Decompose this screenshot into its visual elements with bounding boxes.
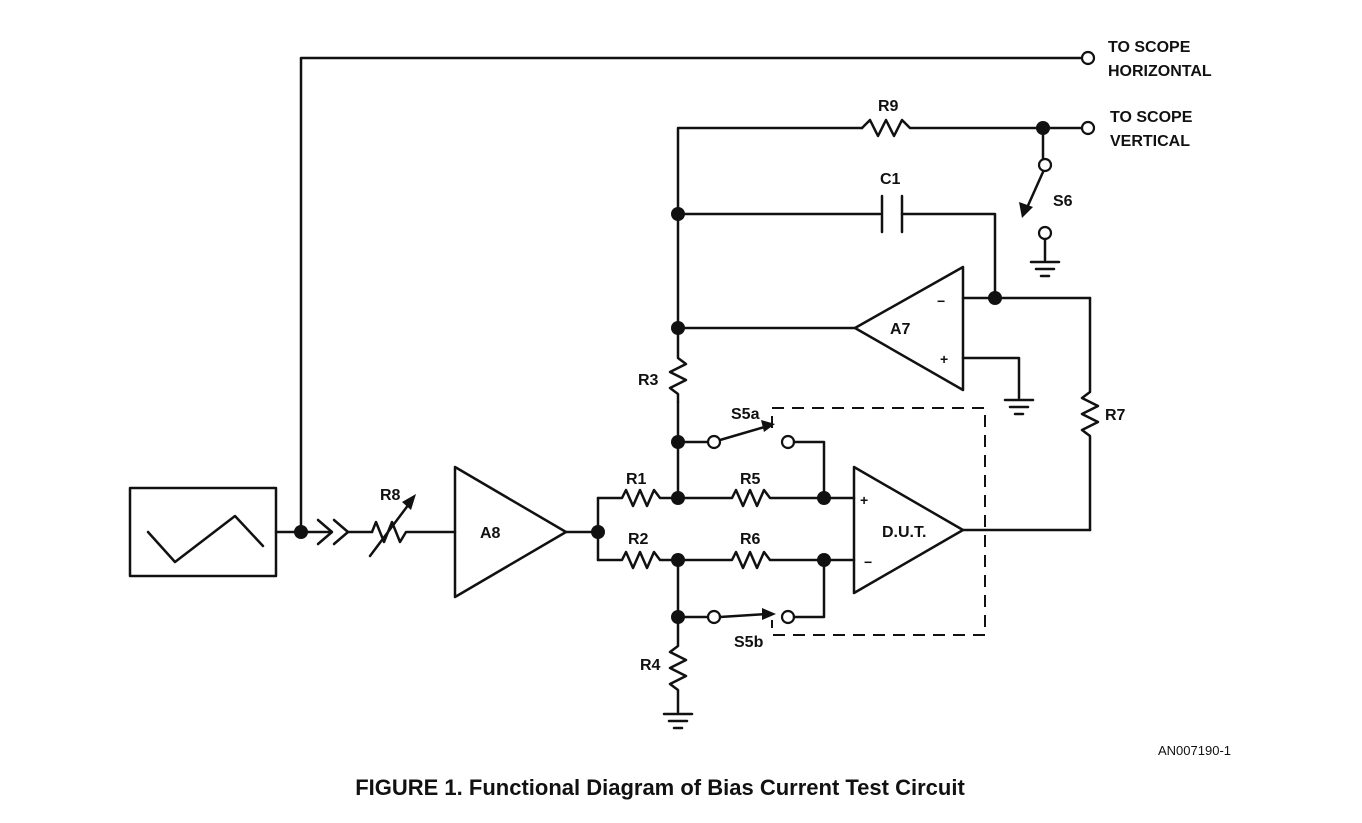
resistor-r1 — [596, 488, 680, 508]
switch-s5b — [676, 558, 826, 625]
junction-dut-plus — [817, 491, 831, 505]
label-s5b: S5b — [734, 634, 764, 651]
junction-a7-inverting — [988, 291, 1002, 305]
junction-a7-output — [671, 321, 685, 335]
resistor-r6 — [676, 550, 856, 570]
label-c1: C1 — [880, 171, 901, 188]
amplifier-a8 — [453, 465, 568, 599]
label-r8: R8 — [380, 487, 401, 504]
label-s5a: S5a — [731, 406, 760, 423]
resistor-r2 — [596, 550, 680, 570]
resistor-r7 — [1080, 296, 1100, 532]
amplifier-dut — [852, 465, 965, 595]
label-to-scope-horizontal-1: TO SCOPE — [1108, 39, 1191, 56]
connector-chevron-icon — [316, 518, 374, 546]
label-r5: R5 — [740, 471, 761, 488]
resistor-r8 — [368, 494, 457, 558]
vertical-output-terminal — [1080, 120, 1096, 136]
switch-gang-dashed-link — [771, 407, 986, 636]
label-r3: R3 — [638, 372, 659, 389]
reference-code: AN007190-1 — [1158, 743, 1231, 758]
label-to-scope-horizontal-2: HORIZONTAL — [1108, 63, 1212, 80]
ground-icon-a7 — [1003, 398, 1035, 416]
label-r9: R9 — [878, 98, 899, 115]
resistor-r9 — [860, 118, 1045, 138]
resistor-r5 — [676, 488, 856, 508]
figure-caption: FIGURE 1. Functional Diagram of Bias Cur… — [355, 775, 965, 800]
label-a8: A8 — [480, 525, 501, 542]
horizontal-scope-wire — [299, 50, 1096, 534]
label-r4: R4 — [640, 657, 661, 674]
label-dut: D.U.T. — [882, 524, 926, 541]
label-a7-minus: − — [937, 293, 945, 309]
label-a7: A7 — [890, 321, 911, 338]
resistor-r3 — [668, 328, 688, 404]
triangle-wave-generator — [128, 486, 278, 578]
label-r1: R1 — [626, 471, 647, 488]
label-dut-plus: + — [860, 492, 868, 508]
ground-icon-r4 — [662, 712, 694, 730]
label-r2: R2 — [628, 531, 649, 548]
label-a7-plus: + — [940, 351, 948, 367]
switch-s6 — [1019, 126, 1053, 262]
capacitor-c1 — [676, 194, 997, 300]
label-to-scope-vertical-1: TO SCOPE — [1110, 109, 1193, 126]
ground-icon-s6 — [1029, 260, 1061, 278]
label-r7: R7 — [1105, 407, 1126, 424]
label-dut-minus: − — [864, 554, 872, 570]
label-to-scope-vertical-2: VERTICAL — [1110, 133, 1190, 150]
junction-generator — [294, 525, 308, 539]
resistor-r4 — [668, 615, 688, 714]
label-s6: S6 — [1053, 193, 1073, 210]
amplifier-a7 — [853, 265, 965, 392]
label-r6: R6 — [740, 531, 761, 548]
horizontal-output-terminal — [1080, 50, 1096, 66]
